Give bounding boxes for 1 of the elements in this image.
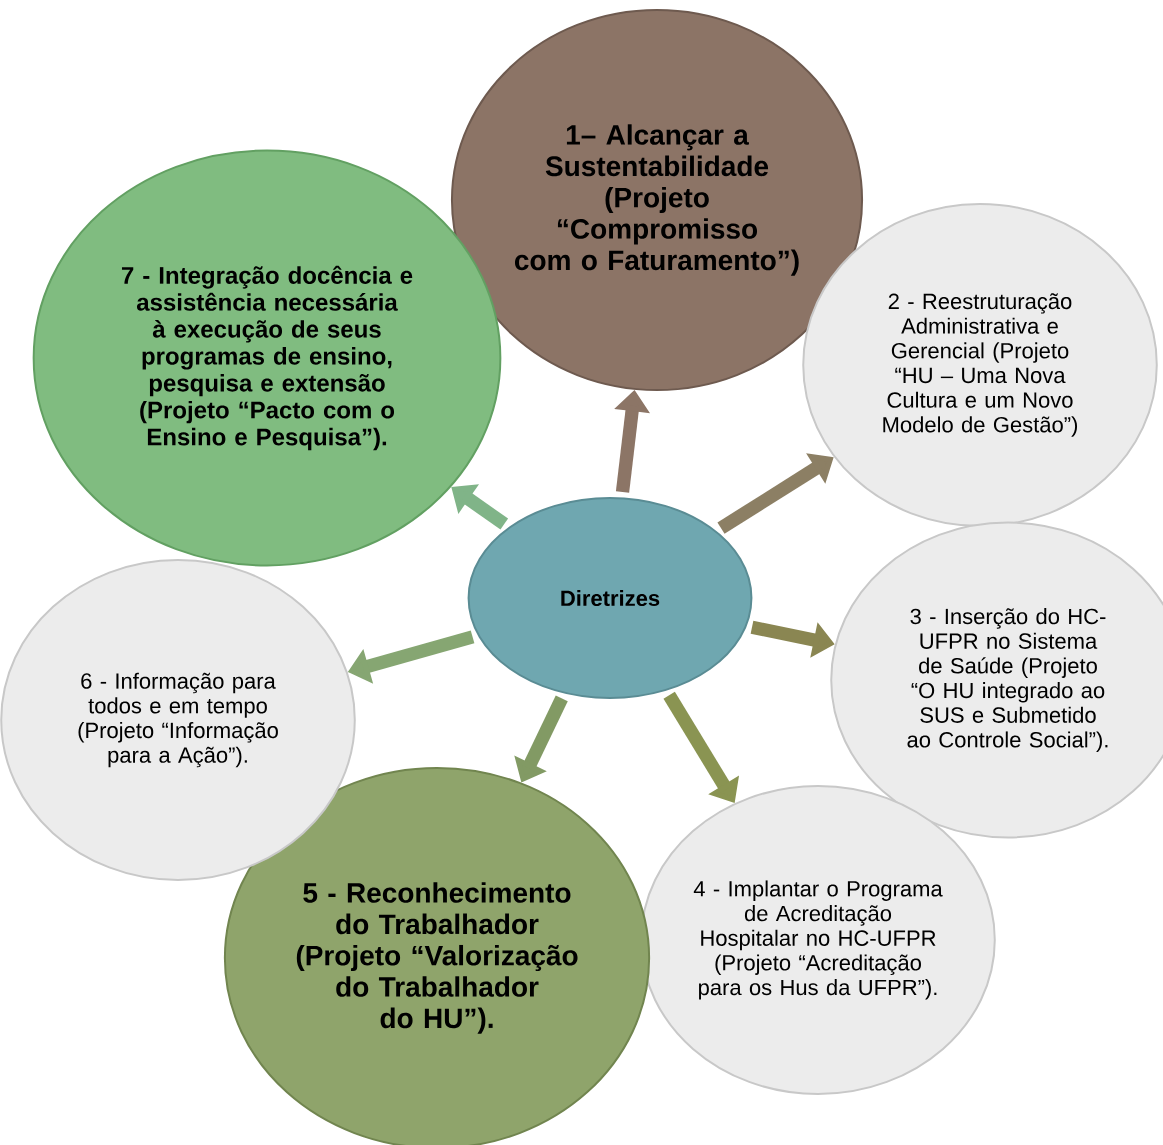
arrow: [663, 691, 740, 803]
